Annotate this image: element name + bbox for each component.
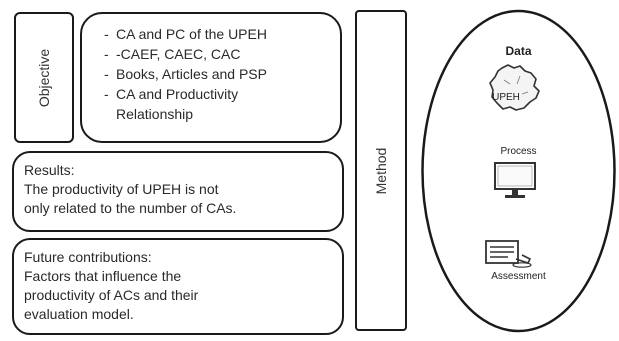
objective-content-box: CA and PC of the UPEH -CAEF, CAEC, CAC B… xyxy=(80,12,342,143)
future-line: productivity of ACs and their xyxy=(24,287,199,303)
method-label-box: Method xyxy=(355,10,407,331)
objective-item: CA and PC of the UPEH xyxy=(104,24,340,44)
map-icon xyxy=(489,64,540,111)
assessment-label: Assessment xyxy=(491,271,546,282)
method-label: Method xyxy=(373,147,389,194)
objective-item-continuation: Relationship xyxy=(104,104,340,124)
process-label: Process xyxy=(500,146,537,157)
future-contributions-box: Future contributions: Factors that influ… xyxy=(12,238,344,335)
objective-label: Objective xyxy=(36,48,52,107)
future-line: evaluation model. xyxy=(24,306,134,322)
objective-item-continuation-text: Relationship xyxy=(116,106,194,122)
results-heading: Results: xyxy=(24,162,75,178)
future-heading: Future contributions: xyxy=(24,249,152,265)
objective-item: CA and Productivity xyxy=(104,84,340,104)
method-oval: Data UPEH Process Assessment xyxy=(420,8,617,334)
objective-item: Books, Articles and PSP xyxy=(104,64,340,84)
objective-label-box: Objective xyxy=(14,12,74,143)
objective-list: CA and PC of the UPEH -CAEF, CAEC, CAC B… xyxy=(82,14,340,124)
future-line: Factors that influence the xyxy=(24,268,182,284)
monitor-icon xyxy=(494,162,536,198)
results-box: Results: The productivity of UPEH is not… xyxy=(12,151,344,232)
document-icon xyxy=(485,240,532,268)
data-label: Data xyxy=(505,44,532,58)
results-line: The productivity of UPEH is not xyxy=(24,181,219,197)
map-label: UPEH xyxy=(492,92,520,103)
objective-item: -CAEF, CAEC, CAC xyxy=(104,44,340,64)
results-line: only related to the number of CAs. xyxy=(24,200,237,216)
future-text: Future contributions: Factors that influ… xyxy=(14,240,342,324)
results-text: Results: The productivity of UPEH is not… xyxy=(14,153,342,218)
